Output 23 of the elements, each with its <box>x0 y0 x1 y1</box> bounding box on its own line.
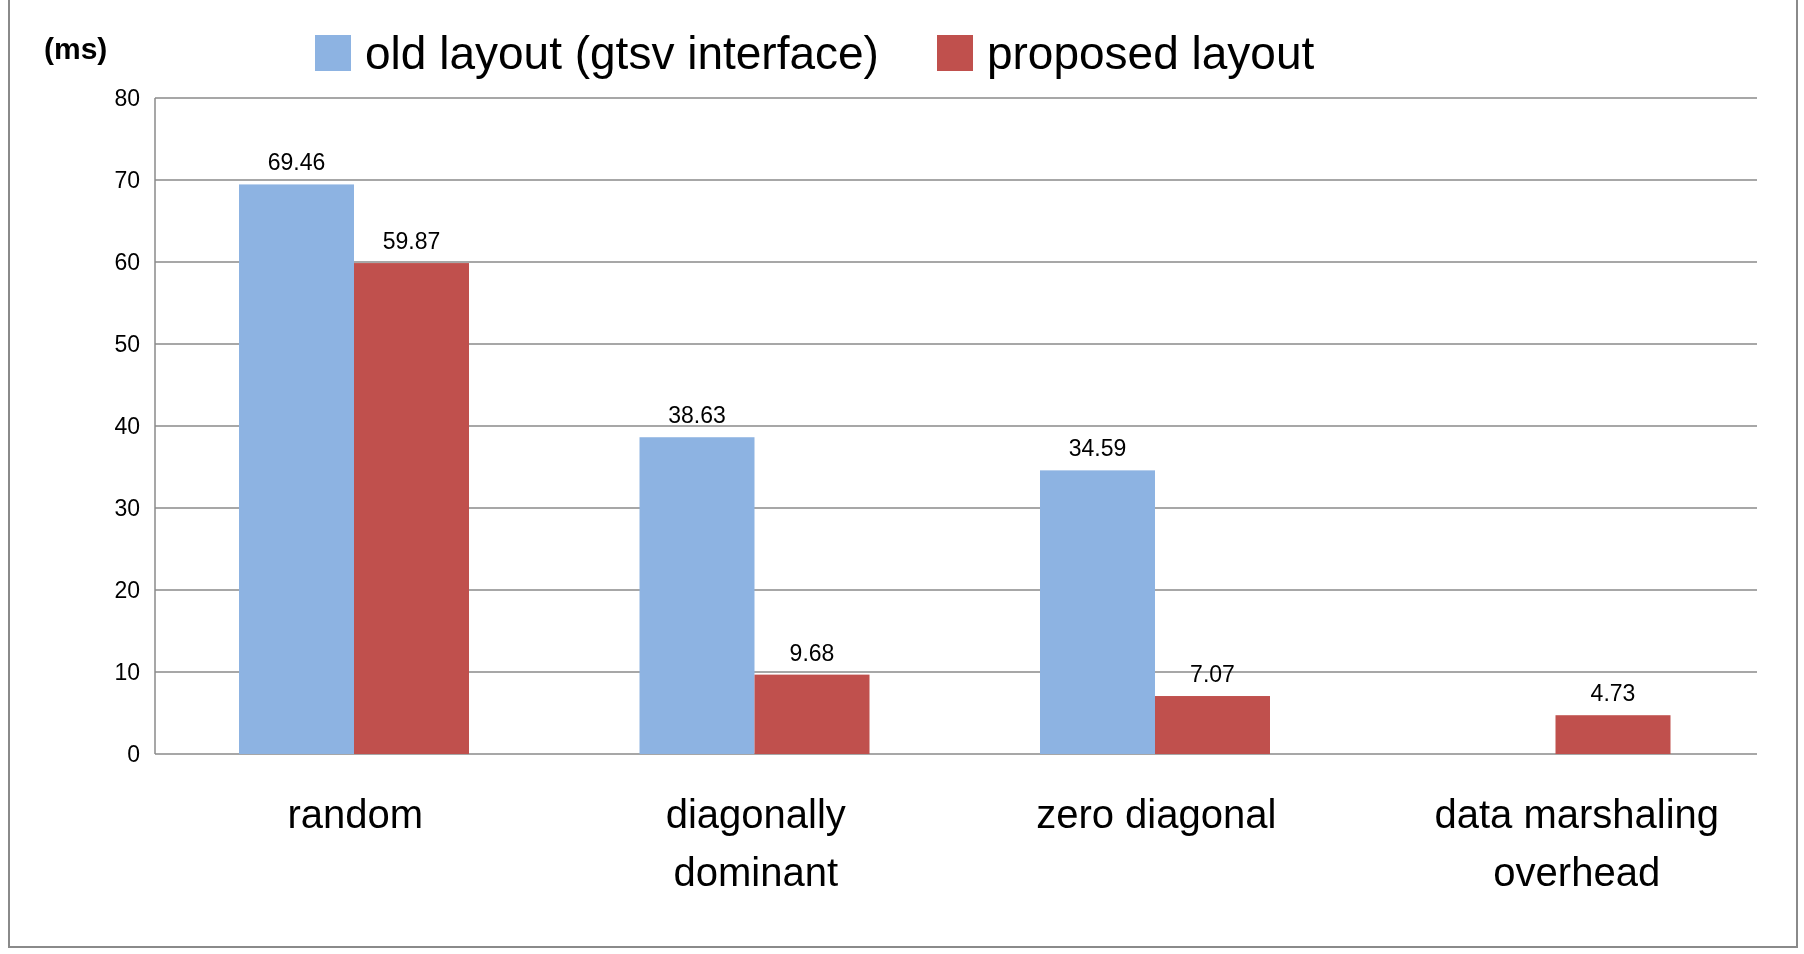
tick-label: 0 <box>126 740 140 768</box>
value-label: 69.46 <box>267 149 326 177</box>
tick-label: 40 <box>113 412 140 440</box>
tick-label: 60 <box>113 248 140 276</box>
legend-label: old layout (gtsv interface) <box>365 26 879 80</box>
value-label: 9.68 <box>789 639 835 667</box>
category-label: random <box>286 791 425 838</box>
value-label: 4.73 <box>1590 680 1636 708</box>
tick-label: 30 <box>113 494 140 522</box>
legend-label: proposed layout <box>986 26 1315 80</box>
tick-label: 10 <box>113 658 140 686</box>
value-label: 59.87 <box>382 228 441 256</box>
axis-title: (ms) <box>44 32 108 66</box>
value-label: 38.63 <box>668 402 726 430</box>
value-label: 34.59 <box>1068 435 1127 463</box>
category-label: zero diagonal <box>1035 791 1278 838</box>
category-label: data marshaling overhead <box>1433 791 1721 896</box>
value-label: 7.07 <box>1190 661 1235 688</box>
category-label: diagonally dominant <box>664 791 847 896</box>
tick-label: 70 <box>113 166 140 194</box>
tick-label: 50 <box>113 330 140 358</box>
tick-label: 20 <box>113 576 140 604</box>
tick-label: 80 <box>113 84 140 112</box>
